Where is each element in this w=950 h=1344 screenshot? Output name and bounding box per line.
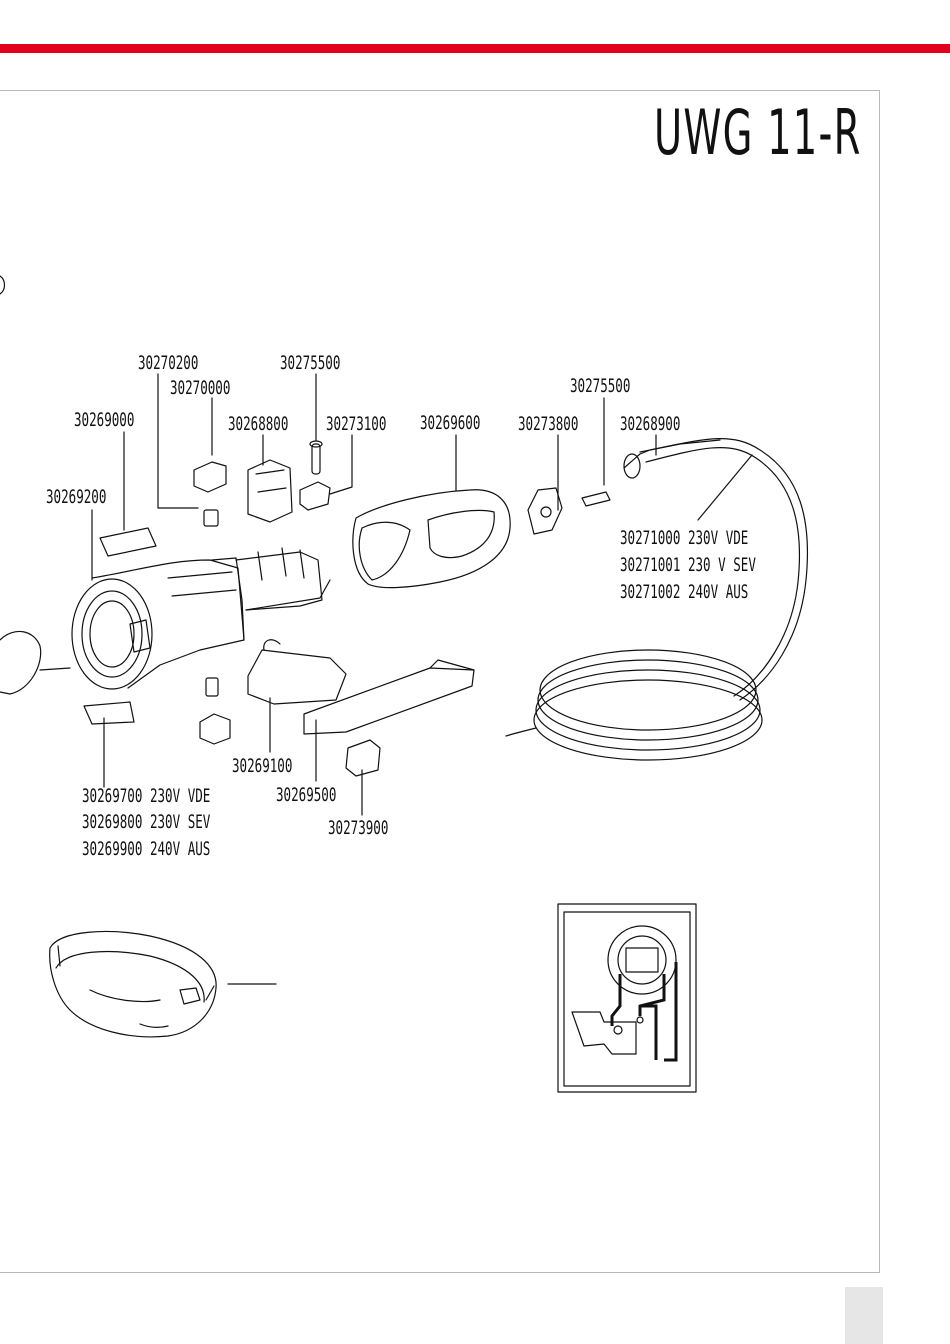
cord-variant-vde: 30271000 230V VDE bbox=[620, 529, 748, 548]
cord-variant-aus: 30271002 240V AUS bbox=[620, 583, 748, 602]
part-number-30275500: 30275500 bbox=[280, 354, 340, 373]
motor-housing bbox=[72, 548, 330, 689]
part-number-30268900: 30268900 bbox=[620, 415, 680, 434]
cord-guard bbox=[528, 488, 610, 534]
part-number-30269100: 30269100 bbox=[232, 757, 292, 776]
part-number-30269000: 30269000 bbox=[74, 411, 134, 430]
part-number-30270200: 30270200 bbox=[138, 354, 198, 373]
part-number-30269500: 30269500 bbox=[276, 786, 336, 805]
plate-variant-aus: 30269900 240V AUS bbox=[82, 840, 210, 859]
rating-plates bbox=[84, 528, 156, 724]
part-number-30270000: 30270000 bbox=[170, 379, 230, 398]
cord-variant-sev: 30271001 230 V SEV bbox=[620, 556, 756, 575]
wire-2 bbox=[640, 974, 664, 1016]
part-number-30269200: 30269200 bbox=[46, 488, 106, 507]
wheel-guard bbox=[50, 932, 216, 1037]
switch-parts bbox=[194, 441, 330, 526]
part-number-30273100: 30273100 bbox=[326, 415, 386, 434]
plate-variant-sev: 30269800 230V SEV bbox=[82, 813, 210, 832]
wire-4 bbox=[640, 1006, 656, 1060]
part-number-30269600: 30269600 bbox=[420, 414, 480, 433]
wire-3 bbox=[664, 962, 676, 1060]
left-parts bbox=[0, 276, 70, 694]
part-number-30268800: 30268800 bbox=[228, 415, 288, 434]
handle-shell bbox=[353, 490, 510, 588]
plate-variant-vde: 30269700 230V VDE bbox=[82, 787, 210, 806]
part-number-30273900: 30273900 bbox=[328, 819, 388, 838]
part-number-30275500-right: 30275500 bbox=[570, 377, 630, 396]
leader-lines bbox=[92, 374, 752, 984]
part-number-30273800: 30273800 bbox=[518, 415, 578, 434]
